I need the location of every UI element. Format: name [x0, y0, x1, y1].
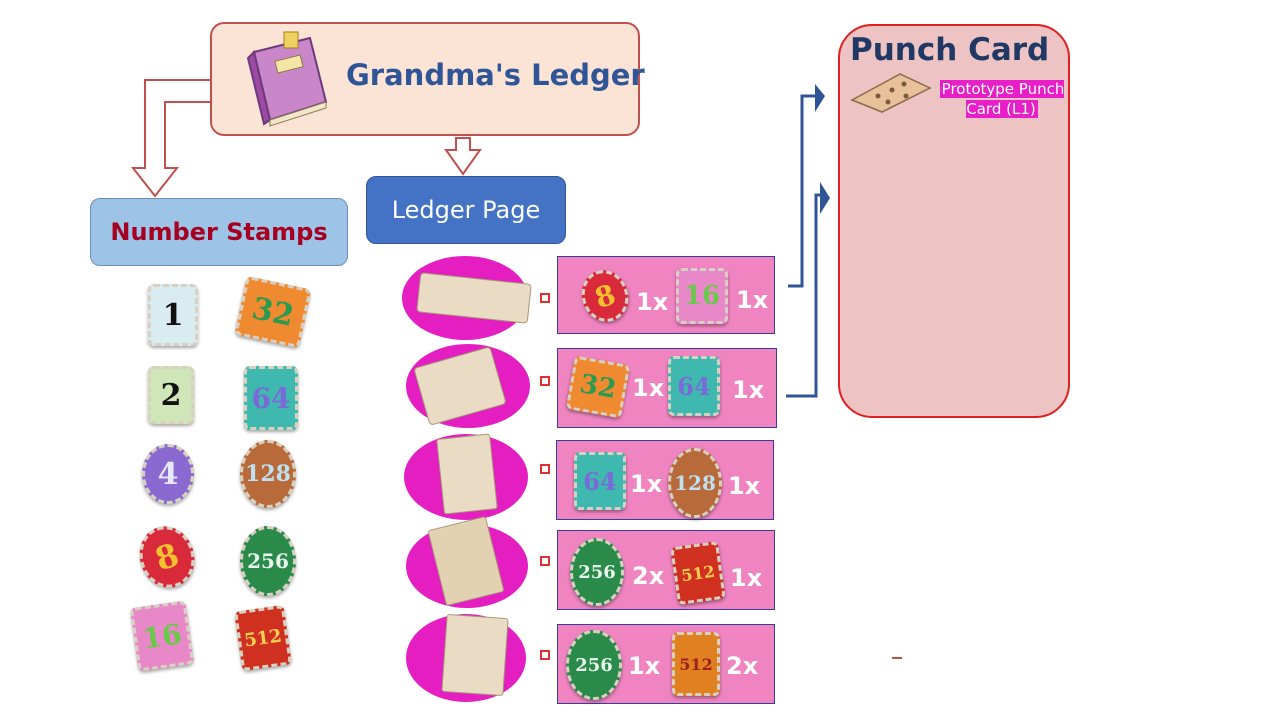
stamp-2-icon: 2 — [148, 366, 194, 424]
recipe-stamp-32-icon: 32 — [565, 355, 631, 419]
punch-card-icon — [848, 70, 934, 114]
connector-node — [540, 650, 550, 660]
prototype-punch-card-label: Prototype Punch Card (L1) — [939, 80, 1065, 118]
stamp-256-icon: 256 — [240, 526, 296, 596]
punch-card-title: Punch Card — [850, 32, 1050, 68]
recipe-qty: 1x — [730, 564, 763, 592]
recipe-qty: 1x — [728, 472, 761, 500]
recipe-stamp-16-icon: 16 — [676, 268, 728, 324]
recipe-qty: 2x — [632, 562, 665, 590]
recipe-qty: 1x — [628, 652, 661, 680]
stamp-512-icon: 512 — [234, 604, 292, 672]
stamp-128-icon: 128 — [240, 440, 296, 508]
recipe-qty: 1x — [630, 470, 663, 498]
recipe-stamp-64-icon: 64 — [574, 452, 626, 510]
ledger-page-scroll-icon — [441, 613, 509, 697]
connector-node — [540, 293, 550, 303]
recipe-stamp-512-icon: 512 — [670, 540, 726, 606]
recipe-qty: 1x — [636, 288, 669, 316]
ledger-title: Grandma's Ledger — [346, 58, 645, 92]
stamp-4-icon: 4 — [142, 444, 194, 504]
connector-node — [540, 376, 550, 386]
connector-node — [540, 464, 550, 474]
ledger-page-box — [366, 176, 566, 244]
recipe-stamp-64-icon: 64 — [668, 356, 720, 416]
purple-book-icon — [240, 30, 332, 130]
stamp-1-icon: 1 — [148, 284, 198, 346]
ledger-page-label: Ledger Page — [391, 196, 541, 224]
recipe-qty: 1x — [732, 376, 765, 404]
recipe-qty: 2x — [726, 652, 759, 680]
number-stamps-box — [90, 198, 348, 266]
recipe-stamp-256-icon: 256 — [566, 630, 622, 700]
number-stamps-label: Number Stamps — [110, 218, 328, 246]
recipe-stamp-128-icon: 128 — [668, 448, 722, 518]
recipe-qty: 1x — [736, 286, 769, 314]
stamp-64-icon: 64 — [244, 366, 298, 430]
recipe-stamp-512-icon: 512 — [672, 632, 720, 696]
ledger-page-scroll-icon — [436, 433, 498, 515]
recipe-qty: 1x — [632, 374, 665, 402]
recipe-stamp-256-icon: 256 — [570, 538, 624, 606]
connector-node — [540, 556, 550, 566]
stamp-16-icon: 16 — [129, 600, 195, 672]
